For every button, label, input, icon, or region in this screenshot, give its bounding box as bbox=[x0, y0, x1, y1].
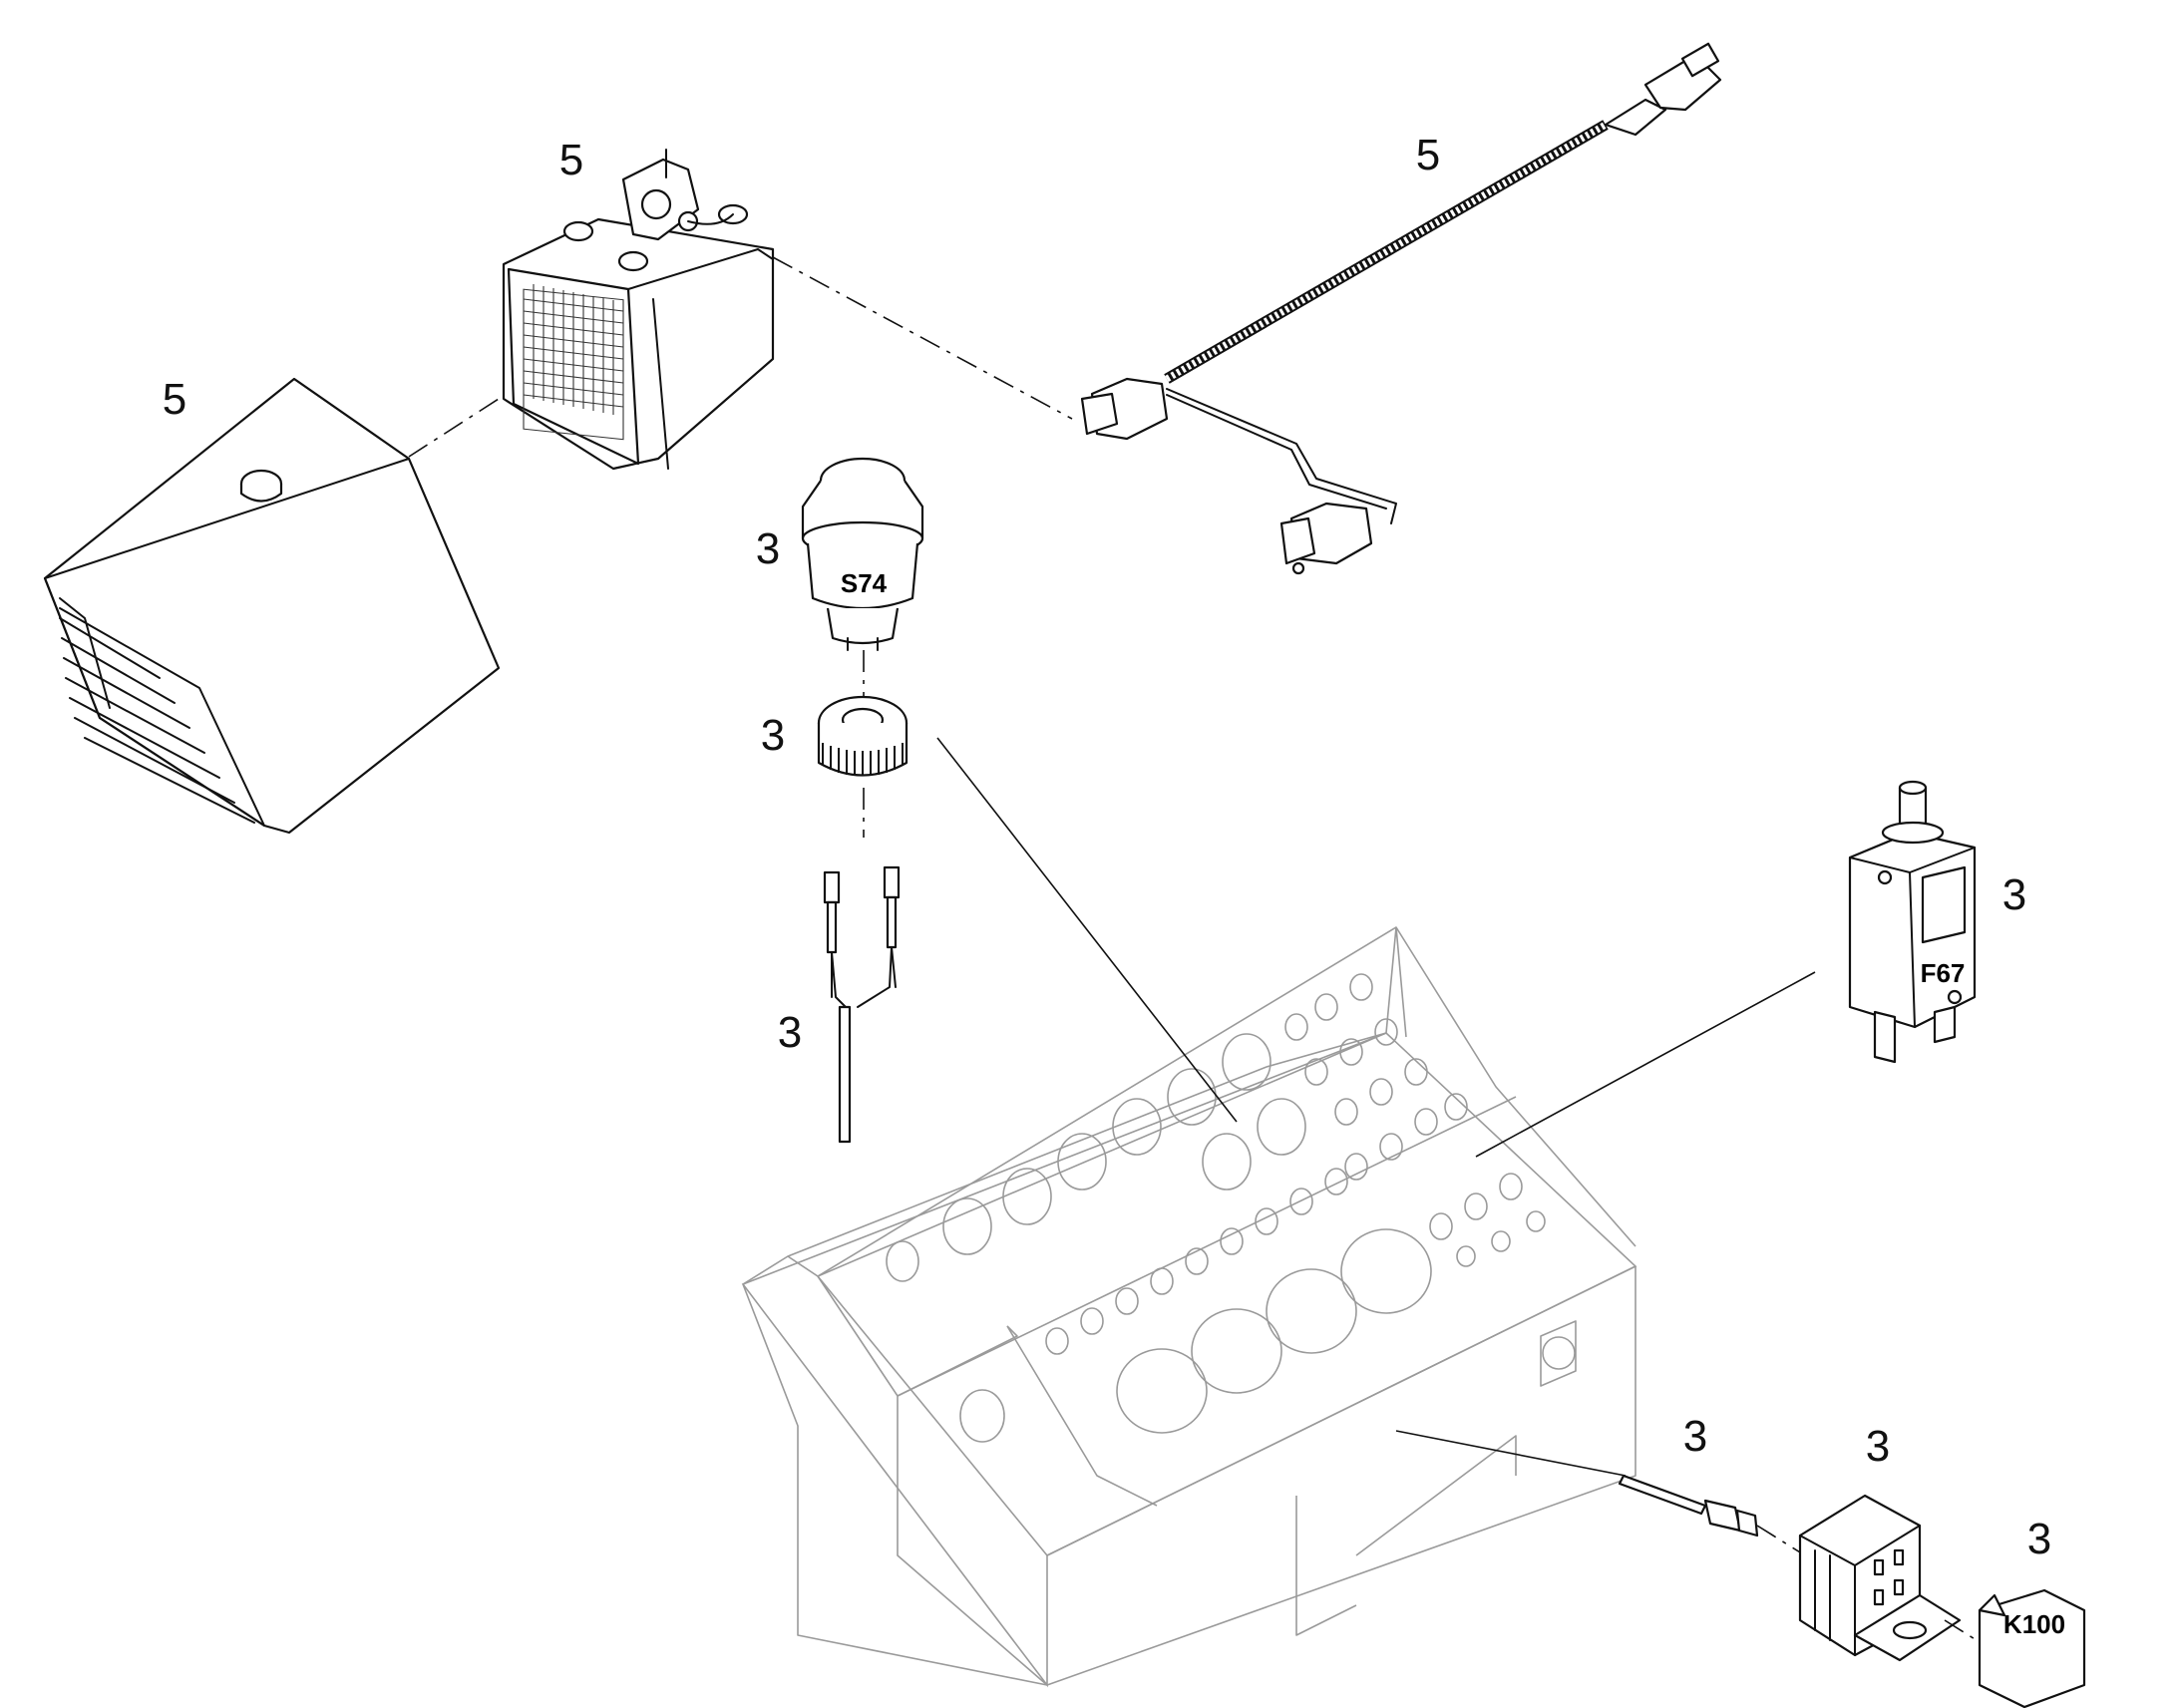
callout-heater-unit: 5 bbox=[559, 136, 583, 184]
relay-label: K100 bbox=[2003, 1609, 2065, 1639]
callout-heater-cover: 5 bbox=[163, 375, 186, 424]
switch-nut bbox=[817, 695, 908, 777]
callout-relay: 3 bbox=[2027, 1515, 2051, 1563]
breaker-label: F67 bbox=[1921, 958, 1966, 988]
heater-unit bbox=[502, 149, 775, 471]
switch-label: S74 bbox=[841, 568, 888, 598]
relay-k100: K100 bbox=[1978, 1588, 2086, 1708]
assembly-line-cover bbox=[408, 398, 500, 458]
dashboard-console bbox=[741, 926, 1637, 1688]
heater-cover bbox=[43, 377, 501, 835]
callout-switch-nut: 3 bbox=[761, 711, 785, 760]
callout-switch-wires: 3 bbox=[778, 1008, 802, 1057]
callout-harness: 5 bbox=[1416, 131, 1440, 179]
callout-breaker: 3 bbox=[2002, 870, 2026, 919]
switch-wires bbox=[823, 865, 901, 1144]
callout-terminal: 3 bbox=[1683, 1412, 1707, 1461]
wiring-harness bbox=[1080, 42, 1722, 575]
callout-numbers: 5 5 5 3 3 3 3 3 3 3 bbox=[163, 131, 2051, 1563]
circuit-breaker-f67: F67 bbox=[1848, 780, 1977, 1064]
callout-switch: 3 bbox=[756, 524, 780, 573]
callout-relay-socket: 3 bbox=[1866, 1422, 1890, 1471]
assembly-line-heater bbox=[772, 256, 1073, 420]
assembly-line-relay bbox=[1944, 1619, 1986, 1646]
terminal-connector bbox=[1618, 1474, 1759, 1537]
switch-s74: S74 bbox=[801, 457, 924, 651]
leader-lines bbox=[936, 737, 1816, 1477]
relay-socket bbox=[1798, 1494, 1962, 1662]
assembly-line-terminal bbox=[1756, 1525, 1806, 1556]
